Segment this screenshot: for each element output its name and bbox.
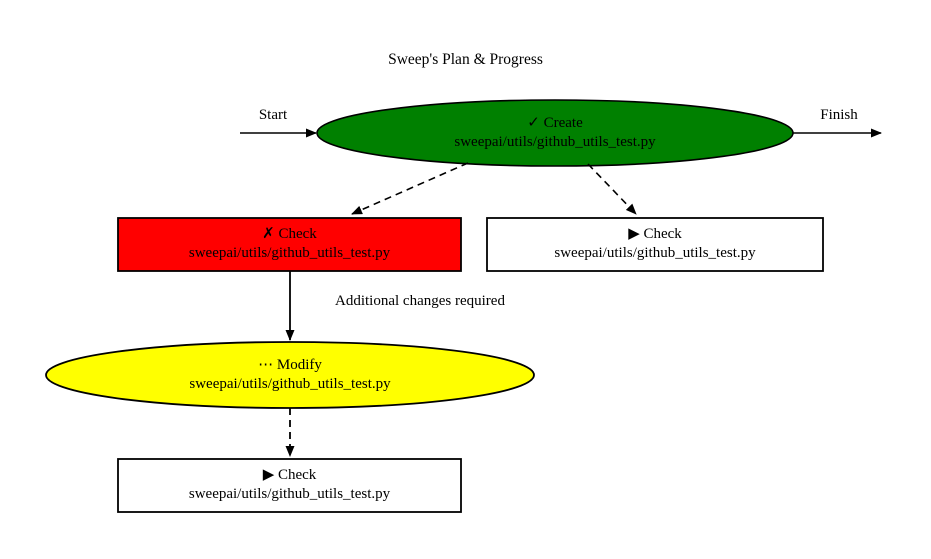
- node-check-pending-bottom-shape[interactable]: [117, 458, 462, 513]
- node-check-failed-path: sweepai/utils/github_utils_test.py: [188, 245, 391, 261]
- node-modify-action: ⋯ Modify: [258, 357, 322, 373]
- node-check-pending-top-path: sweepai/utils/github_utils_test.py: [554, 245, 756, 261]
- node-check-failed-action: ✗ Check: [262, 226, 317, 242]
- edge-create-to-check-failed: [351, 162, 469, 215]
- edge-label-additional-changes: Additional changes required: [335, 293, 505, 309]
- node-check-pending-top-shape[interactable]: [486, 217, 824, 272]
- terminal-label-start: Start: [258, 107, 288, 123]
- node-check-failed-shape[interactable]: [117, 217, 462, 272]
- edge-create-to-check-pending-top: [587, 163, 637, 215]
- node-modify-shape[interactable]: [45, 341, 535, 409]
- node-check-pending-top-action: ▶ Check: [628, 226, 682, 242]
- node-check-pending-bottom-action: ▶ Check: [262, 467, 317, 483]
- node-check-pending-bottom-path: sweepai/utils/github_utils_test.py: [188, 486, 391, 502]
- node-modify-path: sweepai/utils/github_utils_test.py: [189, 376, 391, 392]
- node-create-action: ✓ Create: [527, 115, 583, 131]
- page-title: Sweep's Plan & Progress: [388, 51, 543, 68]
- node-create-shape[interactable]: [316, 99, 794, 167]
- node-create-path: sweepai/utils/github_utils_test.py: [454, 134, 656, 150]
- terminal-label-finish: Finish: [820, 107, 858, 123]
